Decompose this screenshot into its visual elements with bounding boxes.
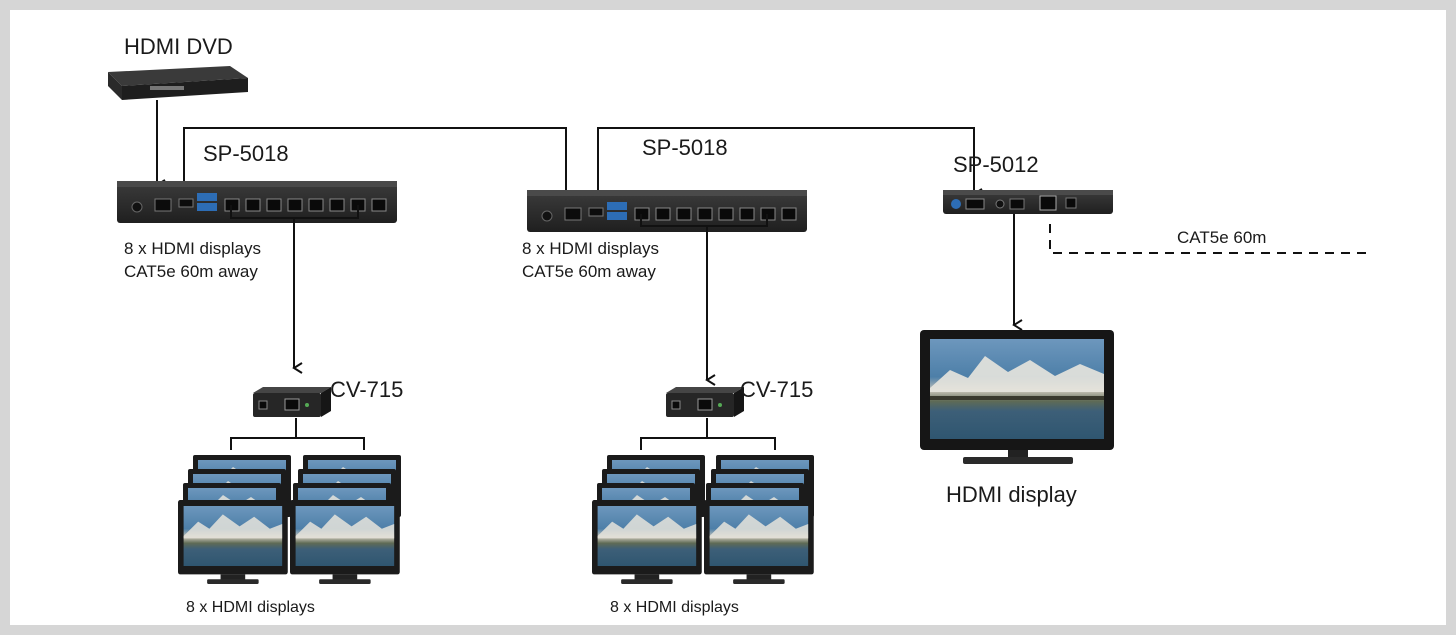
splitter-1-caption-line1: 8 x HDMI displays [124, 239, 261, 258]
splitter-2-caption-line1: 8 x HDMI displays [522, 239, 659, 258]
splitter-1 [116, 180, 398, 224]
display-stack-2-label: 8 x HDMI displays [610, 599, 739, 616]
receiver-2-model: CV-715 [740, 377, 813, 402]
receiver-1-bracket [230, 437, 365, 450]
dvd-player [108, 66, 248, 100]
receiver-2-bracket [640, 437, 776, 450]
hdmi-display-label: HDMI display [946, 482, 1077, 507]
cat5e-link [1049, 224, 1372, 254]
receiver-1-model: CV-715 [330, 377, 403, 402]
display-stack-1 [178, 455, 401, 584]
wire-splitter1-to-splitter2 [183, 127, 575, 203]
splitter-2-port-bracket [640, 214, 768, 227]
display-stack-2 [592, 455, 814, 584]
hdmi-display [920, 330, 1114, 464]
receiver-2 [665, 386, 745, 418]
source-label: HDMI DVD [124, 34, 233, 59]
receiver-1 [252, 386, 332, 418]
splitter-1-model: SP-5018 [203, 141, 289, 166]
splitter-2-caption-line2: CAT5e 60m away [522, 262, 656, 281]
cat5e-link-label: CAT5e 60m [1177, 228, 1266, 247]
splitter-3 [943, 190, 1113, 214]
display-stack-1-label: 8 x HDMI displays [186, 599, 315, 616]
splitter-1-caption-line2: CAT5e 60m away [124, 262, 258, 281]
splitter-2-model: SP-5018 [642, 135, 728, 160]
splitter-3-model: SP-5012 [953, 152, 1039, 177]
wire-splitter2-to-splitter3 [597, 127, 983, 202]
